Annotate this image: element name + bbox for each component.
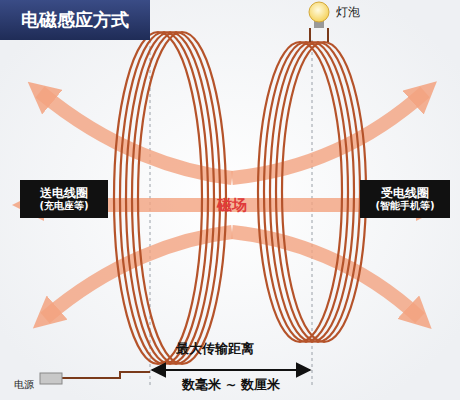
text-label: 电源 [14,378,34,392]
coil-label-box: 受电线圈(智能手机等) [360,180,450,218]
title-box: 电磁感应方式 [0,0,150,40]
guide-line [312,40,313,385]
receive-coil [258,42,366,342]
node-note: (智能手机等) [363,200,447,212]
node-heading: 受电线圈 [363,186,447,200]
text-label: 数毫米 ~ 数厘米 [182,376,280,394]
distance-arrow [152,369,310,371]
text-label: 最大传输距离 [176,340,254,358]
coil-label-box: 送电线圈(充电座等) [20,180,108,218]
node-note: (充电座等) [23,200,105,212]
light-bulb [309,2,329,42]
node-heading: 电磁感应方式 [3,9,147,31]
power-source [40,372,150,384]
transmit-coil [114,32,226,364]
text-label: 磁场 [217,196,247,215]
node-heading: 送电线圈 [23,186,105,200]
text-label: 灯泡 [336,4,360,21]
